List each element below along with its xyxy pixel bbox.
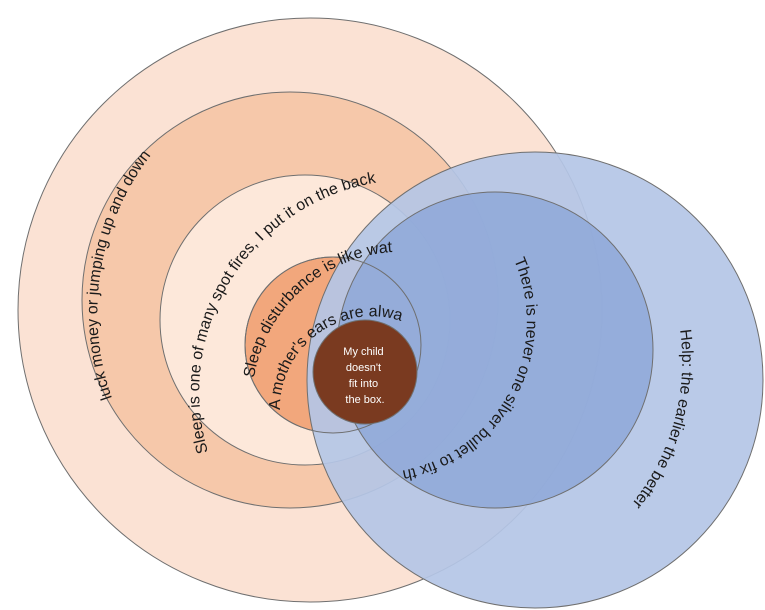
- core-line-2: doesn't: [346, 362, 381, 374]
- core-line-1: My child: [343, 346, 383, 358]
- core-circle: [312, 319, 418, 425]
- core-label: My child doesn't fit into the box.: [343, 346, 386, 406]
- core-line-4: the box.: [345, 394, 384, 406]
- core-line-3: fit into: [349, 378, 378, 390]
- ring-4-overlay: [244, 256, 422, 434]
